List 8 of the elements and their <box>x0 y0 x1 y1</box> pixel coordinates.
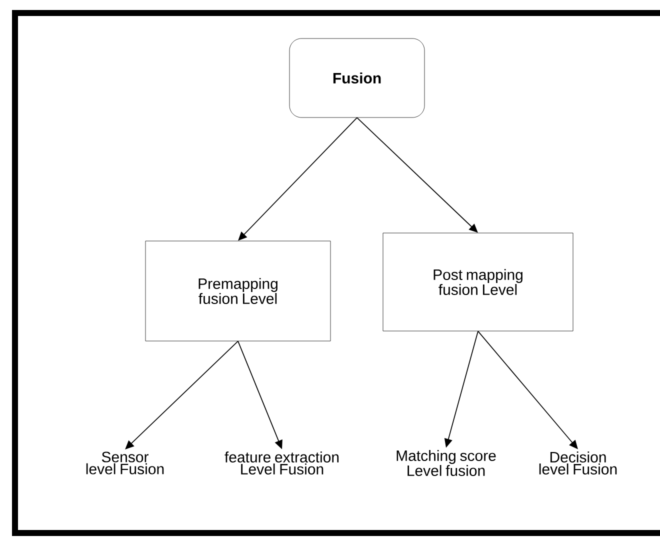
node-label: feature extraction Level Fusion <box>224 452 339 474</box>
rounded-box: Fusion <box>289 38 425 118</box>
process-box: Premapping fusion Level <box>145 240 331 342</box>
node-label: Sensor level Fusion <box>86 452 164 474</box>
node-label: Decision level Fusion <box>539 452 617 474</box>
arrow <box>125 340 238 450</box>
node-label: Matching score Level fusion <box>396 450 496 476</box>
process-box: Post mapping fusion Level <box>382 232 574 332</box>
